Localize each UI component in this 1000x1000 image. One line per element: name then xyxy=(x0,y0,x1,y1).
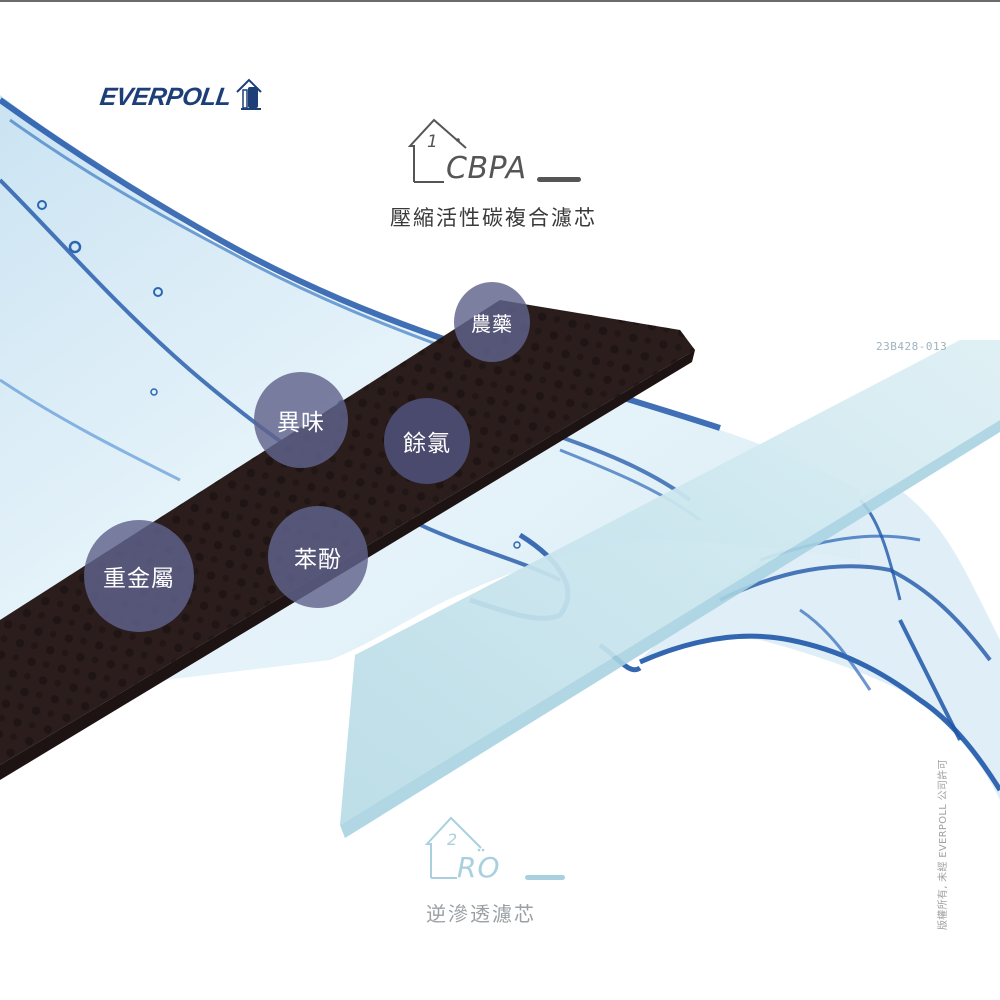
house-outline-icon xyxy=(408,118,467,183)
house-outline-icon xyxy=(425,816,485,879)
stage-code: RO xyxy=(457,851,501,884)
product-code: 23B428-013 xyxy=(876,340,948,353)
stage1-badge: 1 CBPA xyxy=(408,116,588,186)
contaminant-bubble-chlorine: 餘氯 xyxy=(384,398,470,484)
stage-dash xyxy=(537,177,581,182)
house-with-filter-icon xyxy=(236,78,262,110)
contaminant-label: 異味 xyxy=(277,410,325,436)
contaminant-label: 重金屬 xyxy=(103,566,175,592)
stage1-title: 壓縮活性碳複合濾芯 xyxy=(390,206,597,230)
contaminant-bubble-heavy-metal: 重金屬 xyxy=(84,520,194,632)
contaminant-label: 餘氯 xyxy=(403,431,451,457)
brand-logo: EVERPOLL xyxy=(98,76,263,111)
ro-membrane-bar xyxy=(340,340,1000,838)
top-border xyxy=(0,0,1000,2)
contaminant-bubble-phenol: 苯酚 xyxy=(268,506,368,608)
contaminant-label: 苯酚 xyxy=(294,547,342,573)
contaminant-label: 農藥 xyxy=(471,311,513,336)
copyright-notice: 版權所有, 未經 EVERPOLL 公司許可 xyxy=(938,759,949,930)
contaminant-bubble-pesticide: 農藥 xyxy=(454,282,530,362)
stage2-badge: 2 RO xyxy=(425,812,565,884)
stage-dash xyxy=(525,875,565,880)
stage-code: CBPA xyxy=(446,151,527,186)
stage2-title: 逆滲透濾芯 xyxy=(426,902,536,926)
stage-number: 1 xyxy=(427,132,438,152)
contaminant-bubble-odor: 異味 xyxy=(254,372,348,468)
brand-name: EVERPOLL xyxy=(98,83,233,111)
stage-number: 2 xyxy=(447,830,458,849)
